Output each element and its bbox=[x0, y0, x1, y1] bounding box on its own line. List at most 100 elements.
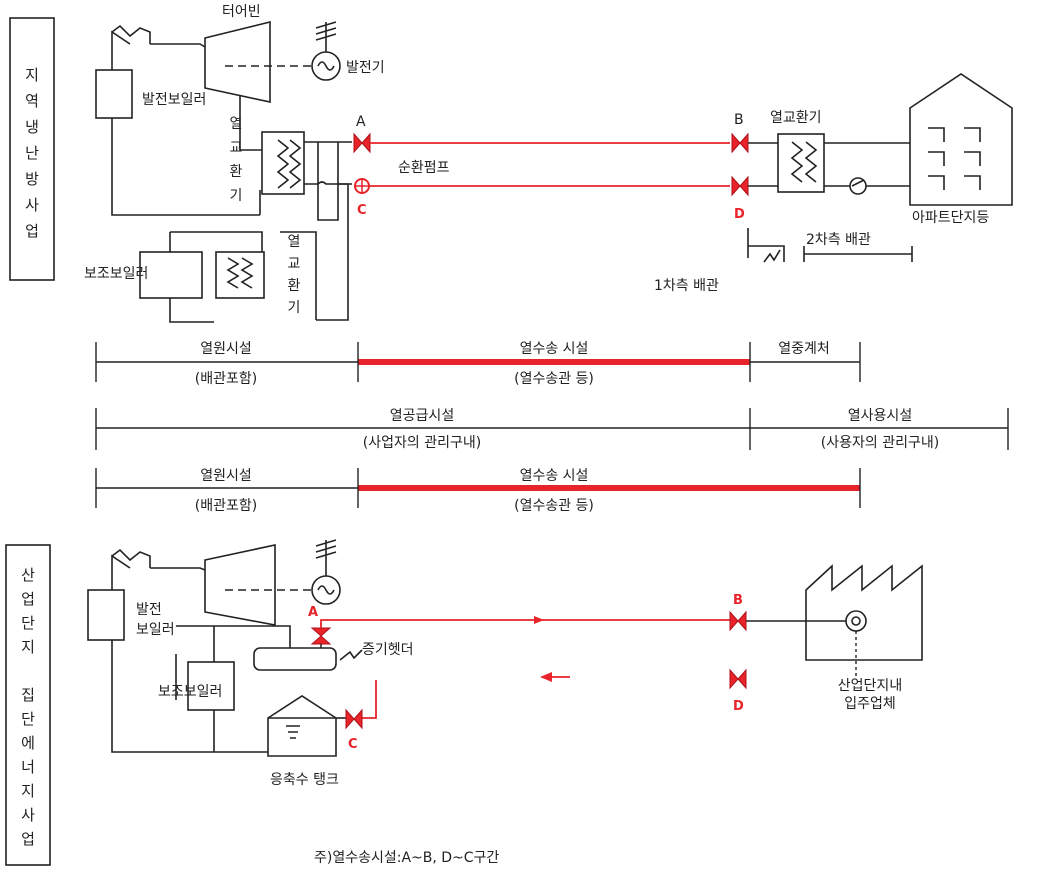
pump-c-top-cross bbox=[355, 179, 369, 193]
hx-right-coil bbox=[790, 141, 818, 183]
svg-text:냉: 냉 bbox=[25, 118, 39, 136]
valve-c-bottom bbox=[345, 708, 363, 730]
flow-arrow-right bbox=[534, 616, 544, 624]
secondary-bracket bbox=[747, 228, 913, 262]
range1-transport: 열수송 시설 bbox=[520, 341, 589, 357]
aux-boiler-bottom-label: 보조보일러 bbox=[158, 684, 222, 700]
valve-a-bottom bbox=[310, 627, 332, 645]
generator-wave bbox=[317, 61, 335, 71]
svg-text:기: 기 bbox=[288, 300, 301, 316]
svg-text:단: 단 bbox=[21, 710, 35, 728]
range1-transport-sub: (열수송관 등) bbox=[514, 371, 594, 387]
secondary-pipes bbox=[824, 142, 910, 187]
condensate-tank bbox=[267, 695, 337, 757]
industrial-label: 산 업 단 지 집 단 에 너 지 사 업 bbox=[21, 566, 35, 848]
generator-bottom-wave bbox=[317, 585, 335, 595]
hx-aux-box bbox=[215, 251, 265, 299]
condensate-tank-label: 응축수 탱크 bbox=[270, 772, 339, 788]
primary-bracket bbox=[748, 245, 785, 263]
hx-left-coil bbox=[276, 139, 302, 189]
svg-text:열: 열 bbox=[288, 234, 301, 250]
svg-text:기: 기 bbox=[230, 188, 243, 204]
factory-unit-inner bbox=[851, 616, 861, 626]
apartment-building bbox=[909, 73, 1013, 206]
svg-text:업: 업 bbox=[25, 222, 39, 240]
range3-transport: 열수송 시설 bbox=[520, 468, 589, 484]
district-label-box bbox=[9, 17, 55, 281]
primary-pipe-label: 1차측 배관 bbox=[654, 278, 719, 294]
steam-line-bottom bbox=[150, 567, 211, 573]
range1-relay: 열중계처 bbox=[778, 341, 830, 357]
svg-text:업: 업 bbox=[21, 590, 35, 608]
valve-a-bottom-label: A bbox=[308, 605, 318, 620]
range-bar-1 bbox=[95, 342, 861, 382]
svg-text:산: 산 bbox=[21, 566, 35, 584]
svg-text:에: 에 bbox=[21, 734, 35, 752]
power-boiler-box bbox=[95, 69, 133, 119]
steam-header-label: 증기헷더 bbox=[362, 642, 414, 658]
valve-c-bottom-label: C bbox=[348, 737, 358, 752]
turbine-icon bbox=[204, 20, 271, 103]
steam-line-top bbox=[150, 43, 211, 51]
apartment-label: 아파트단지등 bbox=[912, 210, 989, 226]
generator-label: 발전기 bbox=[346, 60, 385, 76]
svg-text:지: 지 bbox=[21, 782, 35, 800]
power-boiler-bottom-label-1: 발전 bbox=[136, 602, 162, 618]
district-label: 지 역 냉 난 방 사 업 bbox=[25, 66, 39, 240]
power-boiler-bottom-box bbox=[87, 589, 125, 641]
svg-text:교: 교 bbox=[288, 256, 301, 272]
valve-d-top bbox=[731, 175, 749, 197]
svg-text:사: 사 bbox=[25, 196, 39, 214]
range1-source: 열원시설 bbox=[200, 341, 252, 357]
tenants-label-2: 입주업체 bbox=[844, 696, 896, 712]
condensate-tank-detail bbox=[268, 717, 336, 739]
valve-b-top bbox=[731, 132, 749, 154]
turbine-label: 터어빈 bbox=[222, 4, 261, 20]
range2-supply: 열공급시설 bbox=[390, 408, 454, 424]
power-boiler-bottom-label-2: 보일러 bbox=[136, 622, 175, 638]
boiler-loop-bottom bbox=[111, 548, 292, 753]
svg-text:사: 사 bbox=[21, 806, 35, 824]
range2-supply-sub: (사업자의 관리구내) bbox=[363, 435, 481, 451]
valve-a-top-label: A bbox=[356, 114, 366, 130]
footnote: 주)열수송시설:A~B, D~C구간 bbox=[314, 850, 499, 866]
exhaust-line bbox=[239, 95, 262, 151]
generator-ground bbox=[315, 21, 337, 52]
flow-arrow-left bbox=[540, 672, 552, 682]
range1-source-sub: (배관포함) bbox=[195, 371, 257, 387]
valve-b-bottom-label: B bbox=[733, 593, 743, 608]
svg-text:열: 열 bbox=[230, 116, 243, 132]
svg-text:집: 집 bbox=[21, 686, 35, 704]
hx-left-label: 열 교 환 기 bbox=[230, 116, 243, 204]
tenants-label-1: 산업단지내 bbox=[838, 678, 902, 694]
range3-source-sub: (배관포함) bbox=[195, 498, 257, 514]
valve-d-top-label: D bbox=[734, 207, 745, 222]
factory-building bbox=[805, 564, 923, 661]
range-bar-2 bbox=[95, 408, 1009, 450]
range-bar-3 bbox=[95, 468, 861, 508]
valve-a-top bbox=[353, 132, 371, 154]
industrial-label-box bbox=[5, 544, 51, 866]
range3-transport-sub: (열수송관 등) bbox=[514, 498, 594, 514]
svg-text:교: 교 bbox=[230, 140, 243, 156]
hx-bypass bbox=[317, 142, 339, 221]
hx-left-box bbox=[261, 131, 305, 195]
svg-text:환: 환 bbox=[230, 164, 243, 180]
range2-use-sub: (사용자의 관리구내) bbox=[821, 435, 939, 451]
range2-use: 열사용시설 bbox=[848, 408, 912, 424]
turbine-bottom-icon bbox=[204, 544, 276, 626]
generator-bottom-ground bbox=[315, 539, 337, 576]
aux-boiler-bottom-box bbox=[187, 661, 235, 711]
boiler-loop-top bbox=[111, 24, 260, 216]
svg-text:단: 단 bbox=[21, 614, 35, 632]
aux-boiler-box bbox=[139, 251, 203, 299]
hx-aux-coil bbox=[226, 257, 254, 289]
hx-right-box bbox=[777, 133, 825, 193]
svg-text:업: 업 bbox=[21, 830, 35, 848]
secondary-pipe-label: 2차측 배관 bbox=[806, 232, 871, 248]
pump-secondary-mark bbox=[851, 179, 865, 187]
factory-unit-icon bbox=[845, 610, 867, 632]
apartment-windows bbox=[928, 127, 981, 190]
valve-b-top-label: B bbox=[734, 112, 744, 128]
